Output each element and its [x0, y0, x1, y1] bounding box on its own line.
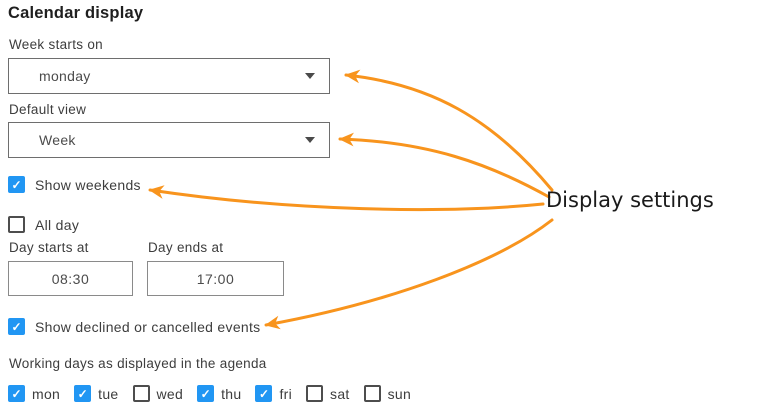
chevron-down-icon	[305, 137, 315, 143]
default-view-value: Week	[39, 132, 76, 148]
working-day-label: fri	[279, 385, 293, 402]
arrow-to-show-weekends	[148, 185, 545, 212]
working-day-item[interactable]: sat	[306, 385, 350, 402]
show-weekends-label: Show weekends	[35, 176, 141, 193]
display-settings-annotation: Display settings	[546, 188, 714, 212]
working-day-item[interactable]: thu	[197, 385, 241, 402]
default-view-select[interactable]: Week	[8, 122, 330, 158]
all-day-label: All day	[35, 216, 80, 233]
show-declined-label: Show declined or cancelled events	[35, 318, 261, 335]
working-day-checkbox[interactable]	[197, 385, 215, 402]
working-day-label: mon	[32, 385, 61, 402]
working-day-item[interactable]: mon	[8, 385, 60, 402]
working-day-label: wed	[156, 385, 184, 402]
arrow-to-default-view	[338, 132, 551, 199]
working-day-checkbox[interactable]	[363, 385, 381, 402]
week-starts-on-value: monday	[39, 68, 91, 84]
working-day-label: thu	[221, 385, 242, 402]
show-declined-checkbox[interactable]	[8, 318, 25, 335]
working-day-checkbox[interactable]	[255, 385, 273, 402]
show-declined-checkbox-row[interactable]: Show declined or cancelled events	[8, 318, 260, 335]
working-day-label: tue	[98, 385, 119, 402]
working-days-label: Working days as displayed in the agenda	[9, 356, 267, 371]
day-starts-at-input[interactable]	[8, 261, 133, 296]
chevron-down-icon	[305, 73, 315, 79]
all-day-checkbox-row[interactable]: All day	[8, 216, 79, 233]
working-day-label: sat	[330, 385, 350, 402]
page-title: Calendar display	[8, 4, 144, 22]
working-day-item[interactable]: wed	[132, 385, 184, 402]
arrow-to-week-starts-on	[344, 69, 554, 192]
day-ends-at-label: Day ends at	[148, 240, 224, 255]
default-view-label: Default view	[9, 102, 87, 117]
working-day-checkbox[interactable]	[8, 385, 25, 402]
week-starts-on-label: Week starts on	[9, 37, 103, 52]
show-weekends-checkbox[interactable]	[8, 176, 25, 193]
day-starts-at-label: Day starts at	[9, 240, 89, 255]
working-day-item[interactable]: tue	[74, 385, 118, 402]
day-ends-at-input[interactable]	[147, 261, 284, 296]
working-day-checkbox[interactable]	[306, 385, 324, 402]
working-days-row: mon tue wed thu fri sat sun	[8, 385, 411, 402]
all-day-checkbox[interactable]	[8, 216, 25, 233]
working-day-label: sun	[387, 385, 412, 402]
show-weekends-checkbox-row[interactable]: Show weekends	[8, 176, 141, 193]
arrow-to-show-declined	[264, 218, 554, 330]
working-day-checkbox[interactable]	[132, 385, 150, 402]
week-starts-on-select[interactable]: monday	[8, 58, 330, 94]
working-day-item[interactable]: fri	[255, 385, 292, 402]
working-day-item[interactable]: sun	[363, 385, 412, 402]
working-day-checkbox[interactable]	[74, 385, 92, 402]
